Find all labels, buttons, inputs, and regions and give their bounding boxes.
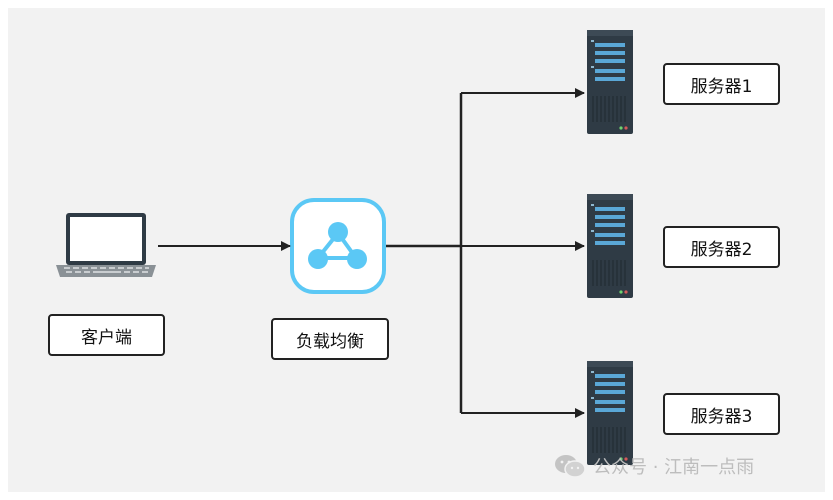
server-icon (587, 194, 633, 298)
server3-label: 服务器3 (663, 393, 780, 435)
load-balancer-icon (290, 198, 386, 294)
client-label: 客户端 (48, 314, 165, 356)
server-icon (587, 361, 633, 465)
server2-label: 服务器2 (663, 226, 780, 268)
connector-lb-trunk (386, 93, 463, 413)
laptop-icon (56, 213, 156, 277)
watermark-text: 公众号 · 江南一点雨 (593, 457, 755, 478)
load-balancer-label: 负载均衡 (271, 318, 389, 360)
wechat-icon (555, 455, 586, 478)
watermark: 公众号 · 江南一点雨 (553, 453, 754, 479)
server1-label: 服务器1 (663, 63, 780, 105)
server-icon (587, 30, 633, 134)
